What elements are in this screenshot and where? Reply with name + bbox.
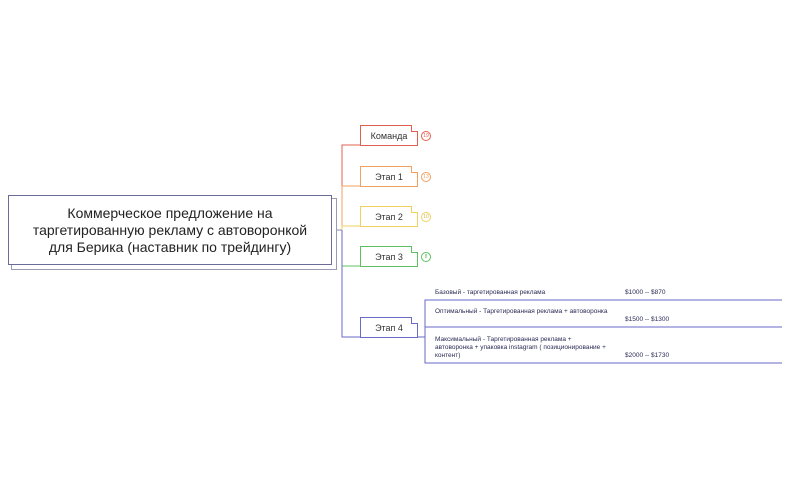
fold-corner bbox=[411, 317, 418, 324]
count-badge[interactable]: 13 bbox=[421, 172, 431, 182]
count-badge[interactable]: 19 bbox=[421, 131, 431, 141]
sub-line-3 bbox=[424, 337, 782, 364]
node-etap-3[interactable]: Этап 3 bbox=[360, 246, 418, 267]
node-etap-2[interactable]: Этап 2 bbox=[360, 206, 418, 227]
node-etap-1[interactable]: Этап 1 bbox=[360, 166, 418, 187]
branch-komanda bbox=[341, 144, 360, 230]
count-badge[interactable]: 8 bbox=[421, 252, 431, 262]
package-max-price: $2000 -- $1730 bbox=[625, 352, 670, 359]
package-optimal-price: $1500 -- $1300 bbox=[625, 316, 670, 323]
sub-line-1 bbox=[418, 299, 782, 338]
branch-etap4 bbox=[341, 230, 360, 338]
package-basic-name[interactable]: Базовый - таргетированная реклама bbox=[435, 289, 546, 296]
fold-corner bbox=[411, 166, 418, 173]
count-badge[interactable]: 10 bbox=[421, 212, 431, 222]
branch-etap2 bbox=[341, 225, 360, 230]
root-node[interactable]: Коммерческое предложение на таргетирован… bbox=[8, 195, 332, 265]
node-komanda[interactable]: Команда bbox=[360, 125, 418, 146]
node-etap-4[interactable]: Этап 4 bbox=[360, 317, 418, 338]
node-label: Этап 1 bbox=[375, 171, 403, 182]
package-basic-price: $1000 -- $870 bbox=[625, 289, 666, 296]
node-label: Команда bbox=[370, 130, 408, 141]
root-title: Коммерческое предложение на таргетирован… bbox=[32, 204, 308, 255]
node-label: Этап 3 bbox=[375, 251, 403, 262]
package-optimal-name[interactable]: Оптимальный - Таргетированная реклама + … bbox=[435, 308, 608, 315]
branch-etap1 bbox=[341, 185, 360, 230]
fold-corner bbox=[411, 125, 418, 132]
node-label: Этап 4 bbox=[375, 322, 403, 333]
fold-corner bbox=[411, 246, 418, 253]
branch-etap3 bbox=[341, 230, 360, 267]
fold-corner bbox=[411, 206, 418, 213]
sub-line-2 bbox=[424, 326, 782, 337]
package-max-name[interactable]: Максимальный - Таргетированная реклама +… bbox=[435, 336, 606, 359]
node-label: Этап 2 bbox=[375, 211, 403, 222]
